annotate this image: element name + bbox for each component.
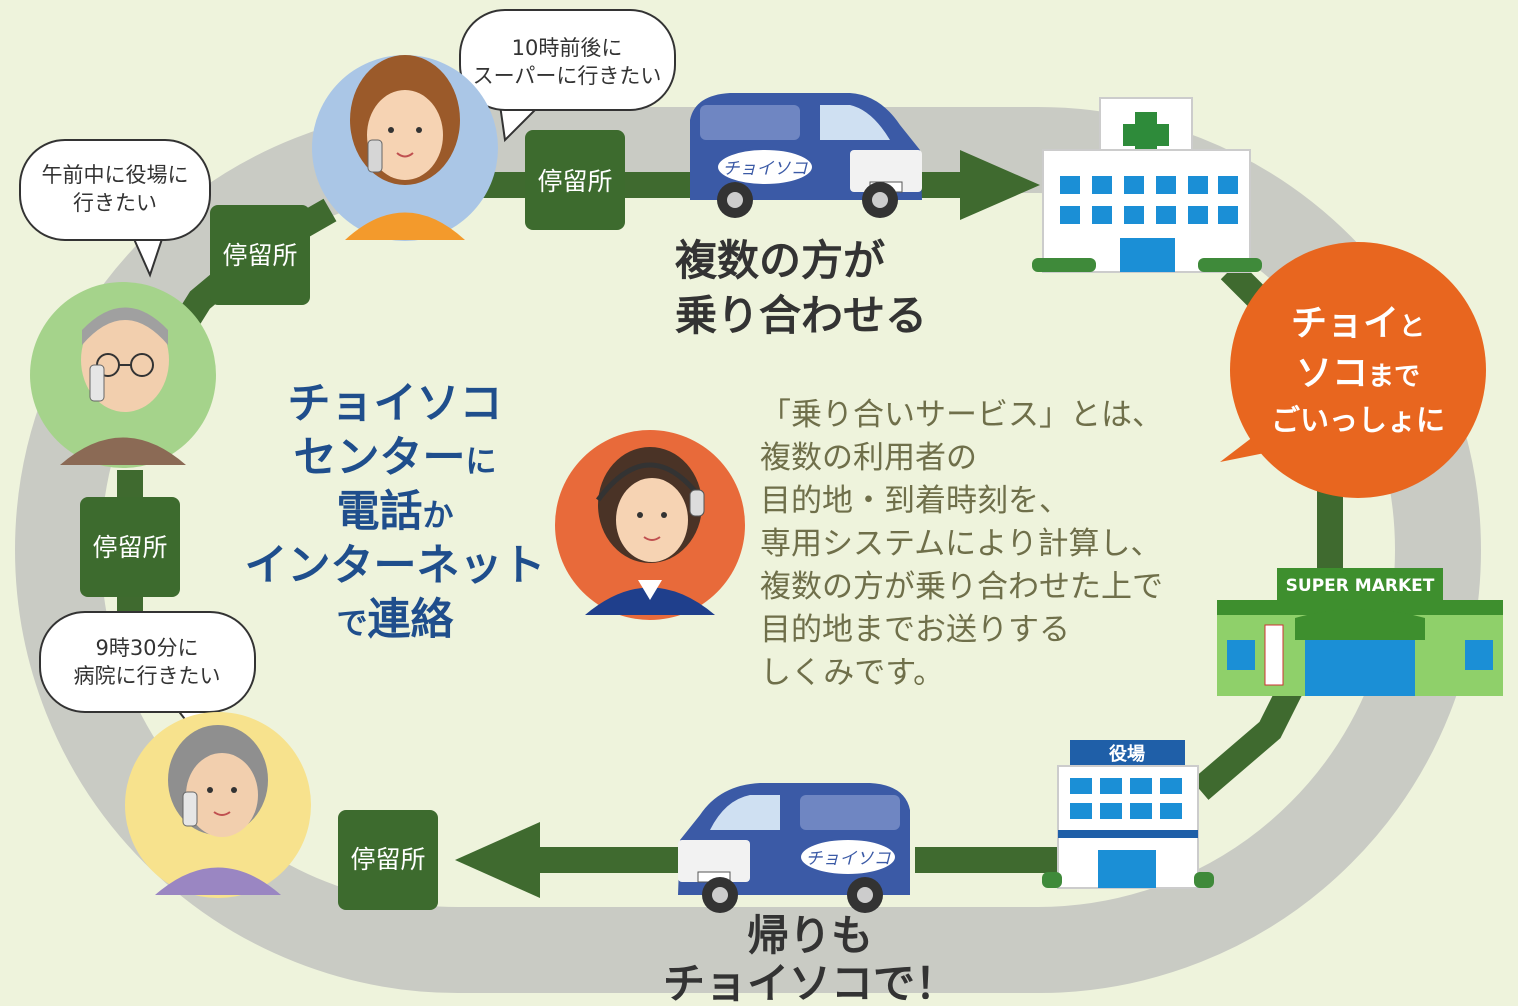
stop-top-label: 停留所 <box>537 167 612 196</box>
description-line-5: 複数の方が乗り合わせた上で <box>760 569 1163 605</box>
badge-line2: ソコまで <box>1296 353 1420 394</box>
speech-bubble-left-man: 午前中に役場に 行きたい <box>19 139 211 278</box>
arrow-left-head <box>455 822 540 898</box>
center-line2: センターに <box>294 433 497 483</box>
center-line5: で連絡 <box>337 595 455 645</box>
stop-bottom-label: 停留所 <box>350 845 425 874</box>
person-woman-phone-icon <box>312 55 498 241</box>
stop-left: 停留所 <box>80 497 180 597</box>
description-line-6: 目的地までお送りする <box>760 612 1070 648</box>
supermarket-building-icon: SUPER MARKET <box>1217 568 1503 696</box>
center-line2-main: センター <box>294 433 466 483</box>
badge-line2-small: まで <box>1368 362 1420 392</box>
service-description: 「乗り合いサービス」とは、 複数の利用者の 目的地・到着時刻を、 専用システムに… <box>760 397 1163 691</box>
stop-upper-left: 停留所 <box>210 205 310 305</box>
van-top-logo-text: チョイソコ <box>723 159 809 179</box>
person-operator-headset-icon <box>555 430 745 620</box>
stop-left-label: 停留所 <box>92 533 167 562</box>
person-elderly-woman-phone-icon <box>125 712 311 898</box>
caption-return-line1: 帰りも <box>747 911 873 960</box>
center-line3-small: か <box>423 498 454 534</box>
bubble-left-line1: 午前中に役場に <box>42 163 189 187</box>
stop-top: 停留所 <box>525 130 625 230</box>
badge-line1-small: と <box>1399 312 1425 342</box>
bubble-top-line1: 10時前後に <box>512 36 623 60</box>
center-line3: 電話か <box>337 487 454 537</box>
center-line5-small: で <box>337 606 368 642</box>
speech-bubble-bottom-woman: 9時30分に 病院に行きたい <box>39 611 256 748</box>
badge-line3: ごいっしょに <box>1271 403 1445 437</box>
choisoko-slogan-badge: チョイと ソコまで ごいっしょに <box>1220 242 1486 498</box>
description-line-4: 専用システムにより計算し、 <box>760 526 1161 562</box>
bubble-top-line2: スーパーに行きたい <box>473 64 662 88</box>
stop-bottom: 停留所 <box>338 810 438 910</box>
description-line-7: しくみです。 <box>760 655 944 691</box>
caption-rideshare-line1: 複数の方が <box>675 236 885 285</box>
town-hall-sign: 役場 <box>1109 743 1145 765</box>
center-line4: インターネット <box>245 541 546 591</box>
person-elderly-man-phone-icon <box>30 282 216 468</box>
center-line5-main: 連絡 <box>368 595 455 645</box>
description-line-3: 目的地・到着時刻を、 <box>760 483 1070 519</box>
arrow-right-head <box>960 150 1040 220</box>
van-bottom-icon: チョイソコ <box>678 783 910 913</box>
van-top-icon: チョイソコ <box>690 93 922 218</box>
description-line-1: 「乗り合いサービス」とは、 <box>760 397 1163 433</box>
bubble-bottom-line1: 9時30分に <box>95 636 198 660</box>
badge-line1: チョイと <box>1291 303 1425 344</box>
supermarket-sign: SUPER MARKET <box>1286 576 1435 596</box>
center-line3-main: 電話 <box>337 487 423 537</box>
van-bottom-logo-text: チョイソコ <box>806 849 892 869</box>
bubble-bottom-line2: 病院に行きたい <box>74 664 221 688</box>
speech-bubble-top-woman: 10時前後に スーパーに行きたい <box>459 9 676 143</box>
hospital-building-icon <box>1032 97 1262 273</box>
path-supermarket-townhall <box>1191 684 1302 800</box>
caption-return-line2: チョイソコで！ <box>663 959 957 1006</box>
center-line2-small: に <box>466 444 497 480</box>
badge-line2-main: ソコ <box>1296 353 1368 394</box>
town-hall-building-icon: 役場 <box>1042 740 1214 889</box>
caption-rideshare-line2: 乗り合わせる <box>675 291 927 340</box>
bubble-left-line2: 行きたい <box>73 191 157 215</box>
center-line1: チョイソコ <box>288 379 503 429</box>
description-line-2: 複数の利用者の <box>760 440 977 476</box>
badge-line1-main: チョイ <box>1291 303 1399 344</box>
center-contact-message: チョイソコ センターに 電話か インターネット で連絡 <box>245 379 546 645</box>
stop-upper-left-label: 停留所 <box>222 241 297 270</box>
